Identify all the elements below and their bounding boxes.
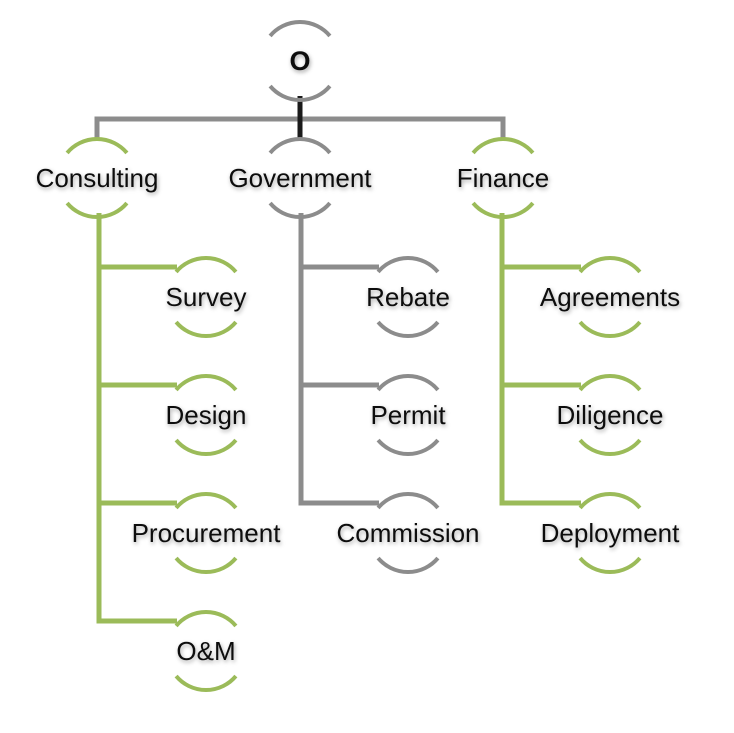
child-node-survey-top-arc [174,255,238,274]
root-node-bottom-arc [268,84,332,103]
connectors [94,96,581,624]
child-node-procurement-bottom-arc [174,556,238,575]
child-node-oandm-label: O&M [176,636,235,666]
child-node-agreements: Agreements [540,255,680,339]
child-node-procurement: Procurement [132,491,282,575]
root-node-label: O [289,46,310,76]
child-node-survey-bottom-arc [174,320,238,339]
child-node-procurement-label: Procurement [132,518,282,548]
child-node-oandm-bottom-arc [174,674,238,693]
branch-node-consulting-label: Consulting [36,163,159,193]
child-node-diligence: Diligence [557,373,664,457]
child-node-diligence-top-arc [578,373,642,392]
child-node-design-top-arc [174,373,238,392]
child-node-permit: Permit [370,373,446,457]
branch-node-finance-bottom-arc [471,201,535,220]
branch-node-government-bottom-arc [268,201,332,220]
root-node-top-arc [268,19,332,38]
child-node-commission: Commission [336,491,480,575]
child-node-procurement-top-arc [174,491,238,510]
child-node-permit-label: Permit [370,400,446,430]
child-node-commission-top-arc [376,491,440,510]
child-node-deployment: Deployment [541,491,681,575]
child-node-commission-label: Commission [336,518,479,548]
child-node-rebate-label: Rebate [366,282,450,312]
child-node-diligence-label: Diligence [557,400,664,430]
branch-node-government-label: Government [228,163,372,193]
child-node-oandm: O&M [174,609,238,693]
child-node-permit-bottom-arc [376,438,440,457]
child-node-survey: Survey [166,255,247,339]
branch-node-consulting-bottom-arc [65,201,129,220]
branch-node-consulting: Consulting [36,136,159,220]
branch-node-finance: Finance [457,136,550,220]
child-node-rebate-bottom-arc [376,320,440,339]
branch-node-finance-top-arc [471,136,535,155]
branch-node-finance-label: Finance [457,163,550,193]
child-node-agreements-top-arc [578,255,642,274]
branch-node-consulting-top-arc [65,136,129,155]
child-node-deployment-bottom-arc [578,556,642,575]
child-node-diligence-bottom-arc [578,438,642,457]
child-node-oandm-top-arc [174,609,238,628]
child-node-design: Design [166,373,247,457]
root-node: O [268,19,332,103]
child-node-agreements-bottom-arc [578,320,642,339]
child-node-rebate-top-arc [376,255,440,274]
branch-node-government-top-arc [268,136,332,155]
child-node-design-label: Design [166,400,247,430]
child-node-commission-bottom-arc [376,556,440,575]
child-node-deployment-label: Deployment [541,518,681,548]
child-node-rebate: Rebate [366,255,450,339]
child-node-survey-label: Survey [166,282,247,312]
branch-node-government: Government [228,136,372,220]
child-node-deployment-top-arc [578,491,642,510]
child-node-design-bottom-arc [174,438,238,457]
child-node-permit-top-arc [376,373,440,392]
child-node-agreements-label: Agreements [540,282,680,312]
